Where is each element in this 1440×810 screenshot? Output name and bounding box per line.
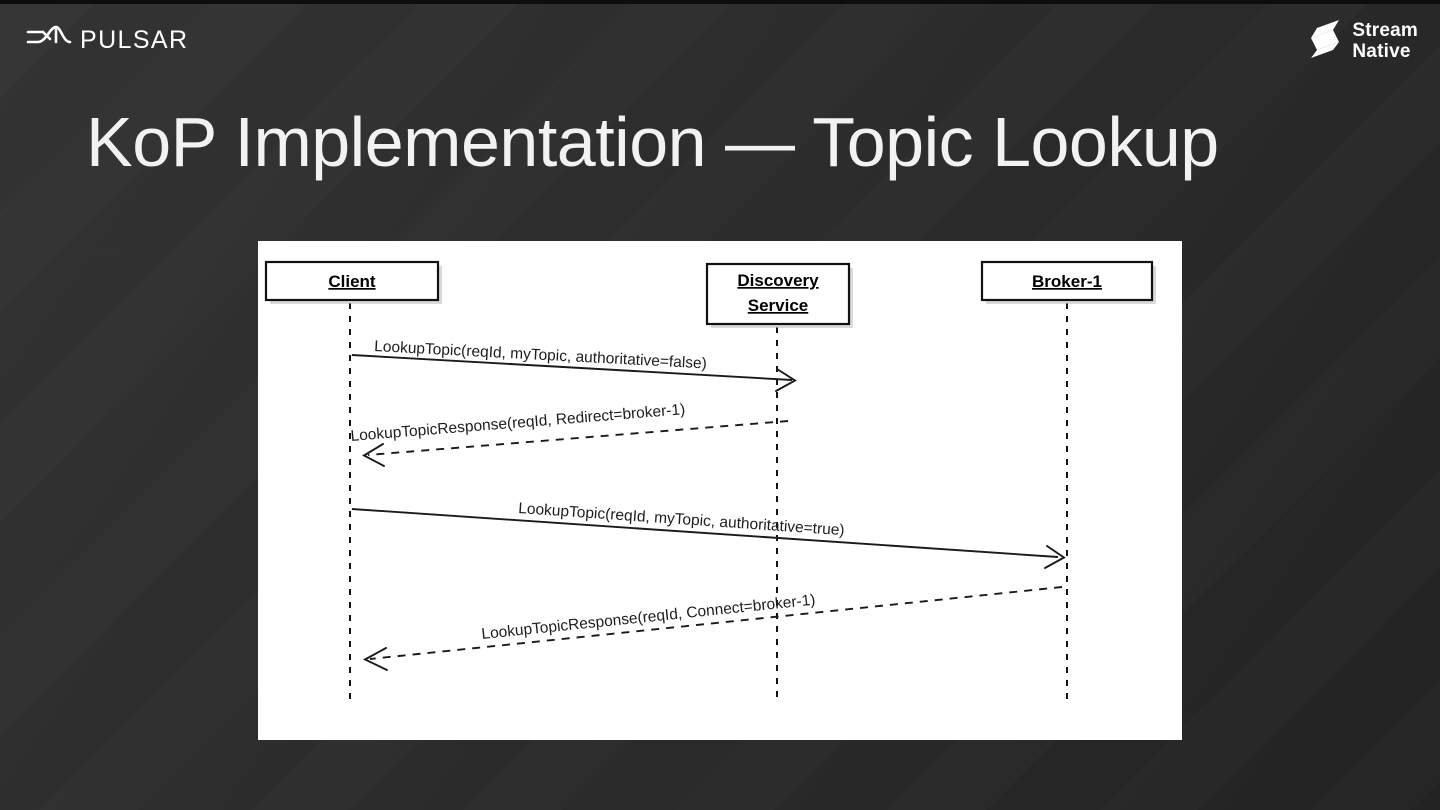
message-2[interactable]: LookupTopicResponse(reqId, Redirect=brok… (350, 401, 789, 467)
streamnative-logo: Stream Native (1305, 18, 1418, 65)
sequence-diagram-svg: Client Discovery Service Broker-1 Lookup… (264, 260, 1156, 700)
participant-broker1[interactable]: Broker-1 (980, 260, 1156, 304)
message-3-line (351, 508, 1059, 558)
participant-broker1-label: Broker-1 (1032, 272, 1102, 291)
message-4-line (369, 586, 1063, 660)
message-1-line (351, 354, 793, 381)
streamnative-wordmark: Stream Native (1352, 21, 1418, 61)
streamnative-mark-icon (1305, 18, 1345, 65)
participant-discovery-label-line1: Discovery (737, 271, 819, 290)
message-3-label: LookupTopic(reqId, myTopic, authoritativ… (518, 500, 845, 539)
message-2-label: LookupTopicResponse(reqId, Redirect=brok… (350, 401, 686, 445)
top-divider-rule (0, 0, 1440, 4)
message-3-arrowhead (1044, 545, 1066, 569)
participant-discovery[interactable]: Discovery Service (705, 262, 853, 328)
message-4[interactable]: LookupTopicResponse(reqId, Connect=broke… (362, 586, 1063, 671)
message-1-arrowhead (775, 368, 797, 392)
participant-client-label: Client (328, 272, 376, 291)
participant-client[interactable]: Client (264, 260, 442, 304)
pulsar-wordmark: PULSAR (80, 26, 189, 54)
message-2-line (367, 420, 789, 456)
page-title: KoP Implementation — Topic Lookup (86, 103, 1219, 181)
pulsar-wave-icon (26, 22, 72, 57)
streamnative-line-1: Stream (1352, 20, 1418, 42)
participant-discovery-label-line2: Service (748, 296, 809, 315)
streamnative-line-2: Native (1352, 40, 1411, 62)
message-4-arrowhead (362, 647, 388, 671)
message-1[interactable]: LookupTopic(reqId, myTopic, authoritativ… (351, 338, 797, 392)
message-2-arrowhead (362, 443, 385, 467)
message-4-label: LookupTopicResponse(reqId, Connect=broke… (481, 592, 817, 643)
message-3[interactable]: LookupTopic(reqId, myTopic, authoritativ… (351, 500, 1066, 569)
pulsar-logo: PULSAR (26, 22, 188, 57)
message-1-label: LookupTopic(reqId, myTopic, authoritativ… (374, 338, 707, 372)
sequence-diagram-panel: Client Discovery Service Broker-1 Lookup… (258, 241, 1182, 740)
